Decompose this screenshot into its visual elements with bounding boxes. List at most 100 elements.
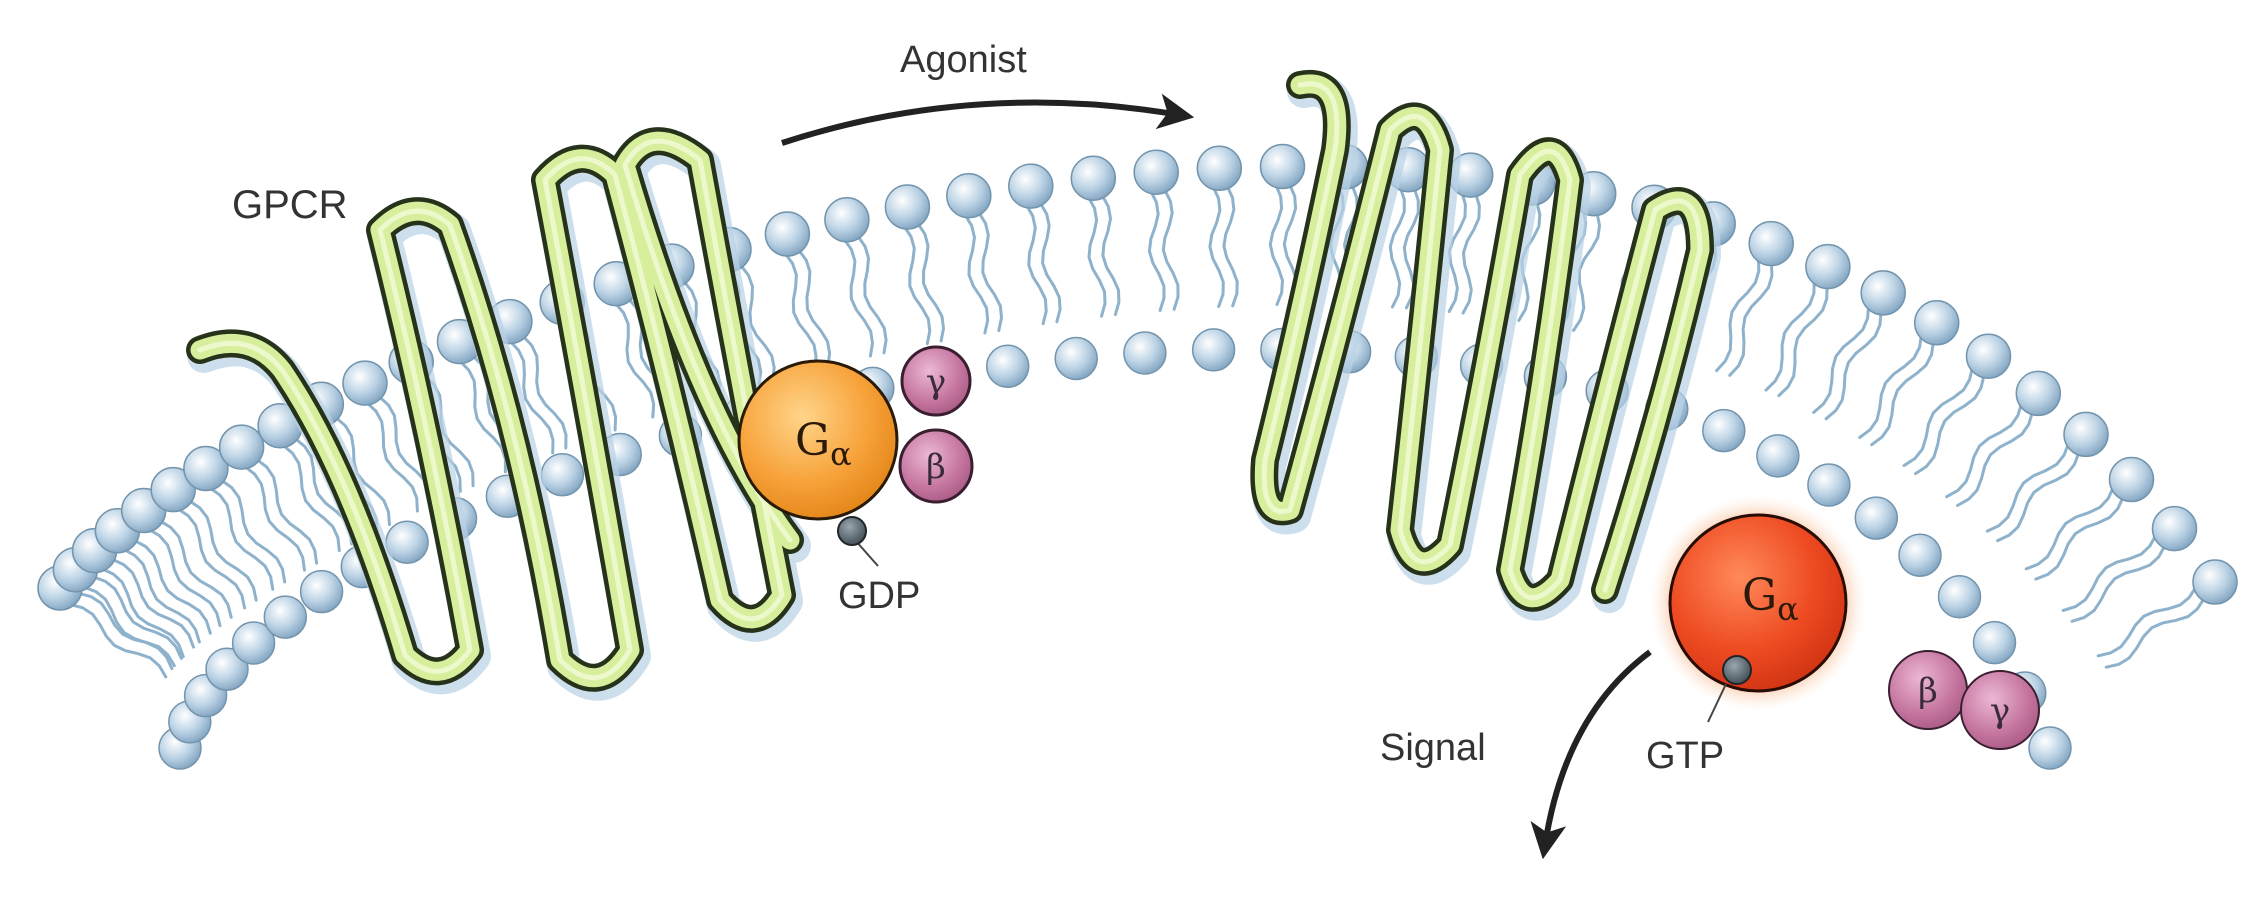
lipid-head-inner — [2028, 726, 2072, 770]
lipid-tail — [1777, 284, 1829, 398]
lipid-tail — [158, 519, 233, 619]
lipid-tail — [1268, 183, 1285, 306]
lipid-tail — [1715, 256, 1761, 373]
beta-inactive-label: β — [926, 447, 946, 487]
beta-gamma-dimer-free: β γ — [1888, 650, 2040, 750]
lipid-tail — [1100, 193, 1121, 317]
lipid-head-outer — [1913, 300, 1960, 346]
g-alpha-active-subunit — [1668, 513, 1848, 693]
gpcr-label: GPCR — [232, 183, 348, 227]
lipid-tail — [1902, 365, 1974, 468]
lipid-tail — [521, 334, 568, 450]
lipid-head-inner — [1807, 463, 1851, 507]
lipid-tail — [842, 237, 875, 358]
lipid-head-inner — [231, 621, 276, 665]
lipid-tail — [1956, 410, 2034, 507]
lipid-tail — [902, 224, 932, 346]
lipid-tail — [797, 248, 832, 368]
lipid-head-outer — [1965, 333, 2012, 379]
lipid-head-outer — [183, 445, 229, 492]
lipid-tail — [856, 234, 888, 355]
lipid-tail — [739, 263, 776, 382]
lipid-head-outer — [1860, 270, 1906, 316]
lipid-head-inner — [985, 344, 1030, 389]
lipid-tail — [1764, 278, 1816, 392]
lipid-tail — [68, 602, 168, 679]
agonist-arrow — [781, 93, 1195, 146]
lipid-head-inner — [299, 569, 344, 614]
lipid-head-inner — [1854, 496, 1899, 540]
receptor-helix-highlight — [197, 138, 793, 681]
lipid-tail — [243, 464, 306, 572]
lipid-tail — [1858, 333, 1923, 439]
lipid-tail — [1086, 195, 1107, 318]
lipid-tail — [255, 457, 319, 565]
g-protein-inactive-complex: Gα γ β GDP — [737, 345, 974, 617]
lipid-tail — [1222, 184, 1239, 308]
lipid-head-outer — [2151, 505, 2198, 552]
lipid-tail — [2104, 596, 2206, 669]
lipid-head-outer — [1133, 149, 1179, 195]
lipid-head-inner — [1972, 620, 2017, 665]
lipid-tail — [132, 538, 212, 635]
lipid-head-inner — [1054, 336, 1098, 381]
gamma-subunit-inactive — [900, 345, 972, 417]
g-alpha-inactive-label: Gα — [795, 415, 852, 473]
lipid-tail — [1985, 441, 2071, 533]
lipid-head-inner — [1898, 533, 1942, 578]
lipid-tail — [121, 547, 201, 644]
lipid-tail — [1388, 185, 1406, 309]
lipid-head-outer — [946, 172, 992, 219]
lipid-tail — [100, 567, 185, 659]
lipid-tail — [208, 486, 275, 591]
gtp-label: GTP — [1646, 735, 1724, 777]
lipid-tail — [963, 213, 990, 335]
gpcr-inactive-receptor — [186, 127, 811, 701]
lipid-head-inner — [1191, 328, 1236, 372]
lipid-head-inner — [205, 647, 249, 691]
lipid-tail — [1728, 261, 1774, 377]
gdp-molecule — [837, 516, 867, 546]
lipid-tail — [1996, 450, 2081, 543]
g-alpha-active-label: Gα — [1742, 570, 1799, 628]
lipid-head-outer — [884, 184, 931, 230]
beta-free-label: β — [1918, 671, 1938, 711]
lipid-tail — [613, 301, 656, 419]
lipid-tail — [977, 210, 1004, 333]
lipid-tail — [176, 507, 247, 610]
lipid-tail — [1461, 192, 1481, 315]
lipid-head-inner — [263, 595, 308, 639]
beta-subunit-inactive — [898, 428, 974, 504]
gpcr-active-receptor — [1250, 69, 1721, 621]
gamma-free-label: γ — [1990, 691, 2010, 731]
gtp-pointer-line — [1707, 683, 1727, 723]
agonist-label: Agonist — [900, 39, 1027, 81]
lipid-tail — [2096, 585, 2198, 658]
gamma-inactive-label: γ — [926, 362, 946, 402]
lipid-tail — [281, 443, 341, 553]
gdp-label: GDP — [838, 575, 920, 617]
lipid-tail — [219, 478, 287, 584]
signal-label: Signal — [1380, 727, 1486, 769]
lipid-head-outer — [218, 424, 265, 470]
lipid-tail — [2024, 485, 2116, 571]
lipid-head-inner — [1123, 331, 1167, 375]
lipid-head-outer — [1748, 220, 1794, 267]
lipid-head-outer — [2108, 456, 2155, 503]
lipid-tail — [1945, 401, 2024, 499]
lipid-tail — [110, 557, 195, 649]
lipid-tail — [91, 575, 183, 660]
lipid-head-inner — [1702, 408, 1746, 453]
lipid-tail — [508, 339, 555, 455]
lipid-tail — [82, 585, 174, 671]
lipid-tail — [2034, 495, 2125, 581]
lipid-tail — [147, 527, 222, 628]
lipid-tail — [1914, 373, 1986, 476]
g-alpha-active-complex: Gα GTP — [1646, 495, 1866, 777]
lipid-head-outer — [1805, 243, 1851, 290]
lipid-tail — [1870, 340, 1935, 447]
lipid-head-outer — [2063, 411, 2109, 458]
lipid-head-outer — [2192, 559, 2238, 605]
gamma-subunit-free — [1960, 670, 2040, 750]
